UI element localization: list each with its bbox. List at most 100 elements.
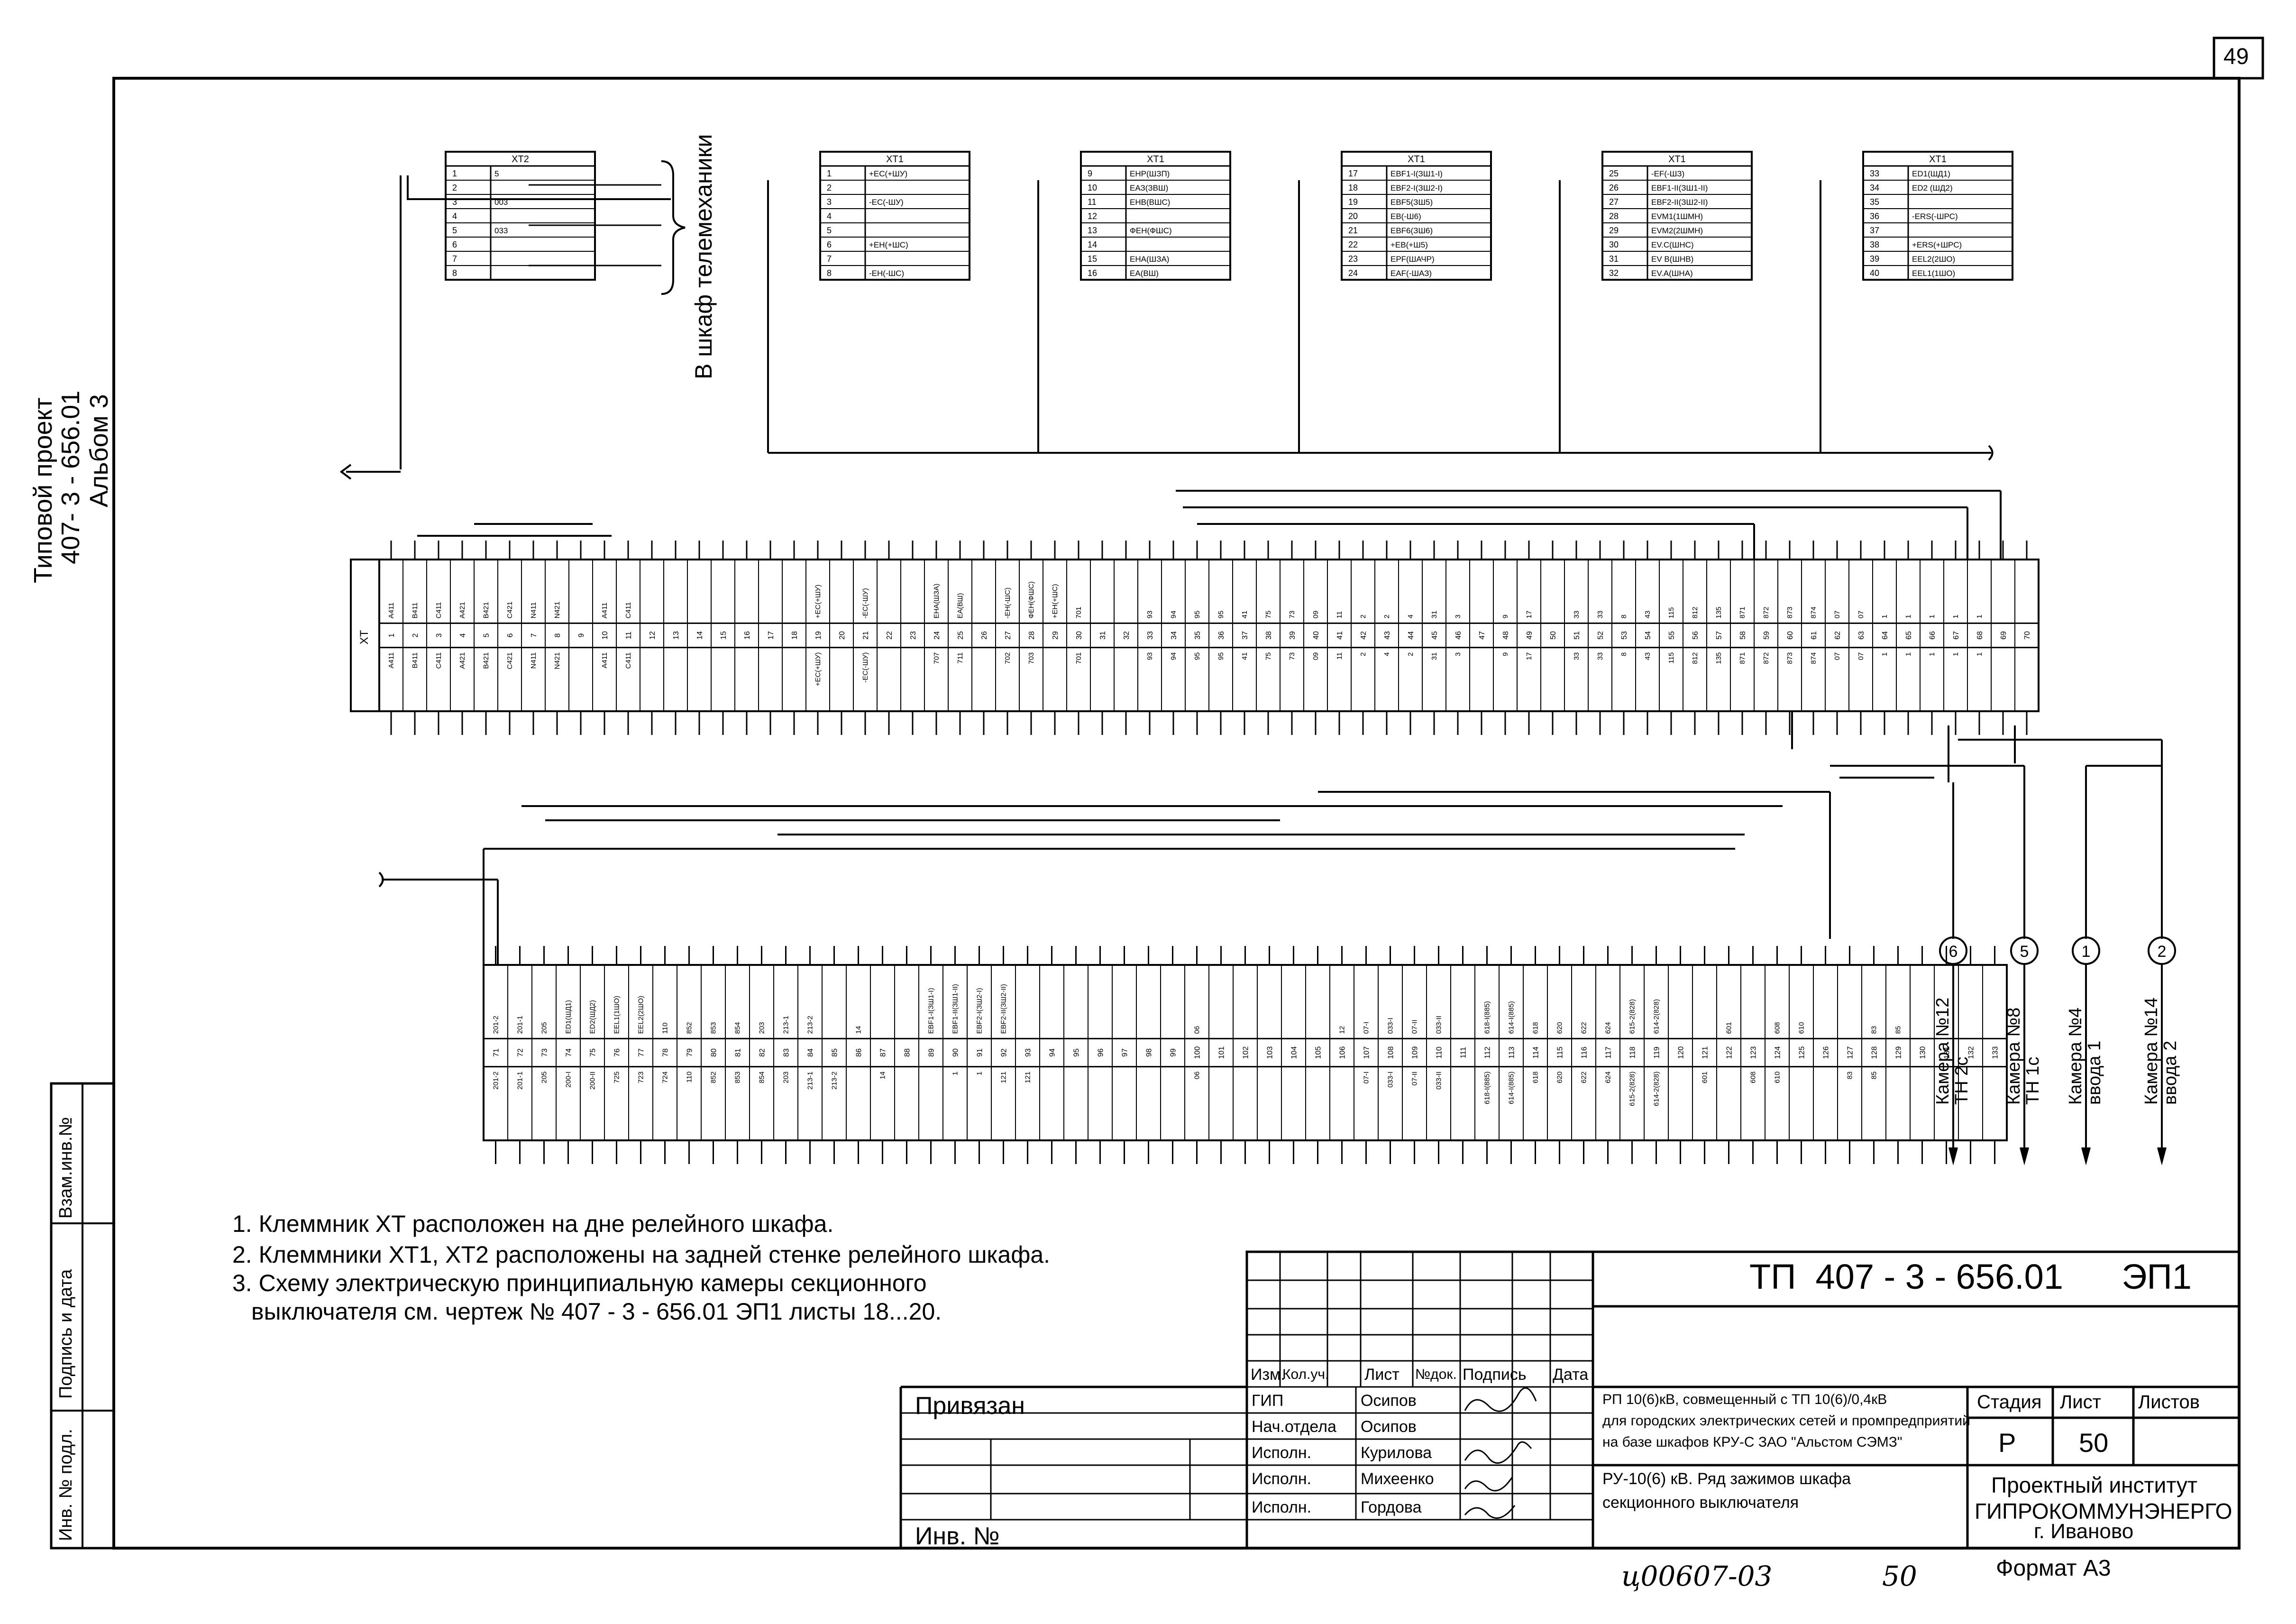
telemechanics-brace bbox=[661, 160, 686, 295]
upper-top-40: 11 bbox=[1336, 611, 1344, 619]
lower-top-51: 601 bbox=[1725, 1022, 1733, 1034]
lower-num-21: 92 bbox=[1000, 1048, 1008, 1057]
lower-num-22: 93 bbox=[1025, 1048, 1033, 1057]
sheet-number: 49 bbox=[2223, 44, 2249, 69]
upper-num-12: 13 bbox=[672, 631, 680, 640]
xt1-1-num-5: 14 bbox=[1088, 240, 1097, 249]
lower-top-11: 203 bbox=[758, 1022, 766, 1034]
upper-num-56: 57 bbox=[1715, 631, 1723, 640]
lower-bot-7: 724 bbox=[661, 1072, 669, 1083]
lower-top-43: 618 bbox=[1532, 1022, 1540, 1034]
upper-num-3: 4 bbox=[459, 633, 467, 637]
lower-top-36: 07-I bbox=[1363, 1022, 1371, 1034]
camera-leads bbox=[1939, 936, 2176, 1165]
lower-num-1: 72 bbox=[517, 1048, 525, 1057]
upper-num-5: 6 bbox=[506, 633, 514, 637]
lower-bot-53: 610 bbox=[1774, 1072, 1782, 1083]
lower-bot-13: 213-1 bbox=[806, 1072, 814, 1090]
lower-num-13: 84 bbox=[807, 1048, 815, 1057]
lower-num-37: 108 bbox=[1387, 1046, 1395, 1059]
xt1-3-sig-0: -EF(-ШЗ) bbox=[1651, 169, 1684, 178]
lower-num-47: 118 bbox=[1629, 1046, 1637, 1059]
upper-num-65: 66 bbox=[1929, 631, 1937, 640]
upper-num-6: 7 bbox=[530, 633, 538, 637]
lower-top-2: 205 bbox=[540, 1022, 549, 1034]
xt2-sig-2: 003 bbox=[494, 198, 508, 207]
upper-top-34: 95 bbox=[1193, 611, 1201, 619]
sheet-number-box bbox=[2213, 37, 2264, 80]
upper-top-64: 1 bbox=[1904, 615, 1912, 618]
lower-num-54: 125 bbox=[1798, 1046, 1806, 1059]
upper-bot-20: -ЕС(-ШУ) bbox=[861, 652, 869, 683]
project-label-3: Альбом 3 bbox=[85, 394, 113, 507]
upper-bot-9: А411 bbox=[601, 652, 609, 669]
lower-bot-20: 1 bbox=[976, 1072, 984, 1075]
xt2-title: ХТ2 bbox=[512, 154, 529, 165]
upper-num-61: 62 bbox=[1834, 631, 1842, 640]
xt1-1-num-7: 16 bbox=[1088, 268, 1097, 278]
upper-top-2: С411 bbox=[435, 602, 443, 619]
xt1-1-num-0: 9 bbox=[1088, 169, 1092, 178]
lower-bot-1: 201-1 bbox=[516, 1072, 524, 1090]
lower-top-21: EBF2-II(ЗШ2-II) bbox=[1000, 984, 1008, 1034]
camera-name-2: Камера №4 bbox=[2066, 1008, 2086, 1105]
lower-bot-42: 614-I(885) bbox=[1508, 1072, 1516, 1104]
upper-num-8: 9 bbox=[577, 633, 585, 637]
upper-num-16: 17 bbox=[767, 631, 775, 640]
lower-bot-29: 06 bbox=[1193, 1072, 1201, 1080]
lower-bot-10: 853 bbox=[734, 1072, 742, 1083]
upper-top-43: 4 bbox=[1407, 615, 1415, 618]
telemechanics-label: В шкаф телемеханики bbox=[690, 134, 717, 379]
xt2-frame bbox=[445, 151, 596, 281]
xt1-1-sig-4: ФЕН(ФШС) bbox=[1130, 226, 1172, 235]
lower-top-0: 201-2 bbox=[492, 1016, 500, 1034]
xt1-2-num-6: 23 bbox=[1348, 254, 1358, 264]
xt1-1-sig-0: ЕНР(ШЗП) bbox=[1130, 169, 1170, 178]
xt1-0-num-0: 1 bbox=[827, 169, 832, 178]
xt1-2-num-5: 22 bbox=[1348, 240, 1358, 249]
lower-num-42: 113 bbox=[1508, 1046, 1516, 1059]
name-4: Михеенко bbox=[1361, 1470, 1434, 1488]
lower-bot-21: 121 bbox=[1000, 1072, 1008, 1083]
lower-bot-0: 201-2 bbox=[492, 1072, 500, 1090]
note-3: 3. Схему электрическую принципиальную ка… bbox=[232, 1270, 927, 1296]
xt1-0-sig-0: +ЕС(+ШУ) bbox=[869, 169, 907, 178]
upper-num-40: 41 bbox=[1336, 631, 1344, 640]
upper-top-51: 33 bbox=[1596, 611, 1604, 619]
lower-num-56: 127 bbox=[1847, 1046, 1855, 1059]
lower-num-18: 89 bbox=[928, 1048, 936, 1057]
lower-num-0: 71 bbox=[493, 1048, 501, 1057]
lower-top-5: EEL1(1ШО) bbox=[613, 996, 621, 1034]
xt1-2-sig-7: EAF(-ШАЗ) bbox=[1390, 269, 1432, 278]
upper-top-24: ЕА(ВШ) bbox=[956, 593, 964, 619]
lower-bot-14: 213-2 bbox=[831, 1072, 839, 1090]
upper-bot-41: 2 bbox=[1359, 652, 1367, 656]
camera-sub-3: ввода 2 bbox=[2160, 1041, 2180, 1105]
lower-num-4: 75 bbox=[589, 1048, 597, 1057]
upper-top-39: 09 bbox=[1312, 611, 1320, 619]
upper-bot-3: А421 bbox=[458, 652, 467, 669]
upper-top-28: +ЕН(+ШС) bbox=[1051, 584, 1059, 618]
camera-sub-0: ТН 2с bbox=[1952, 1057, 1972, 1105]
lower-top-8: 852 bbox=[686, 1022, 694, 1034]
lower-top-58: 85 bbox=[1894, 1026, 1903, 1034]
upper-bot-62: 07 bbox=[1857, 652, 1865, 661]
upper-top-45: 3 bbox=[1454, 615, 1462, 618]
camera-sub-2: ввода 1 bbox=[2085, 1041, 2104, 1105]
lower-bot-16: 14 bbox=[879, 1072, 887, 1080]
lower-num-17: 88 bbox=[904, 1048, 912, 1057]
xt1-0-num-3: 4 bbox=[827, 211, 832, 221]
lower-top-37: 033-I bbox=[1387, 1018, 1395, 1034]
lower-top-42: 614-I(885) bbox=[1508, 1001, 1516, 1034]
name-5: Гордова bbox=[1361, 1498, 1422, 1516]
xt1-3-sig-5: EV.C(ШНС) bbox=[1651, 240, 1694, 249]
lower-top-12: 213-1 bbox=[782, 1016, 790, 1034]
upper-top-56: 135 bbox=[1715, 606, 1723, 618]
lower-num-45: 116 bbox=[1581, 1046, 1589, 1059]
lower-num-14: 85 bbox=[831, 1048, 839, 1057]
xt1-3-sig-1: EBF1-II(ЗШ1-II) bbox=[1651, 184, 1708, 193]
upper-bot-23: 707 bbox=[933, 652, 941, 664]
lower-bot-50: 601 bbox=[1701, 1072, 1709, 1083]
xt1-2-num-0: 17 bbox=[1348, 169, 1358, 178]
lower-num-16: 87 bbox=[879, 1048, 887, 1057]
